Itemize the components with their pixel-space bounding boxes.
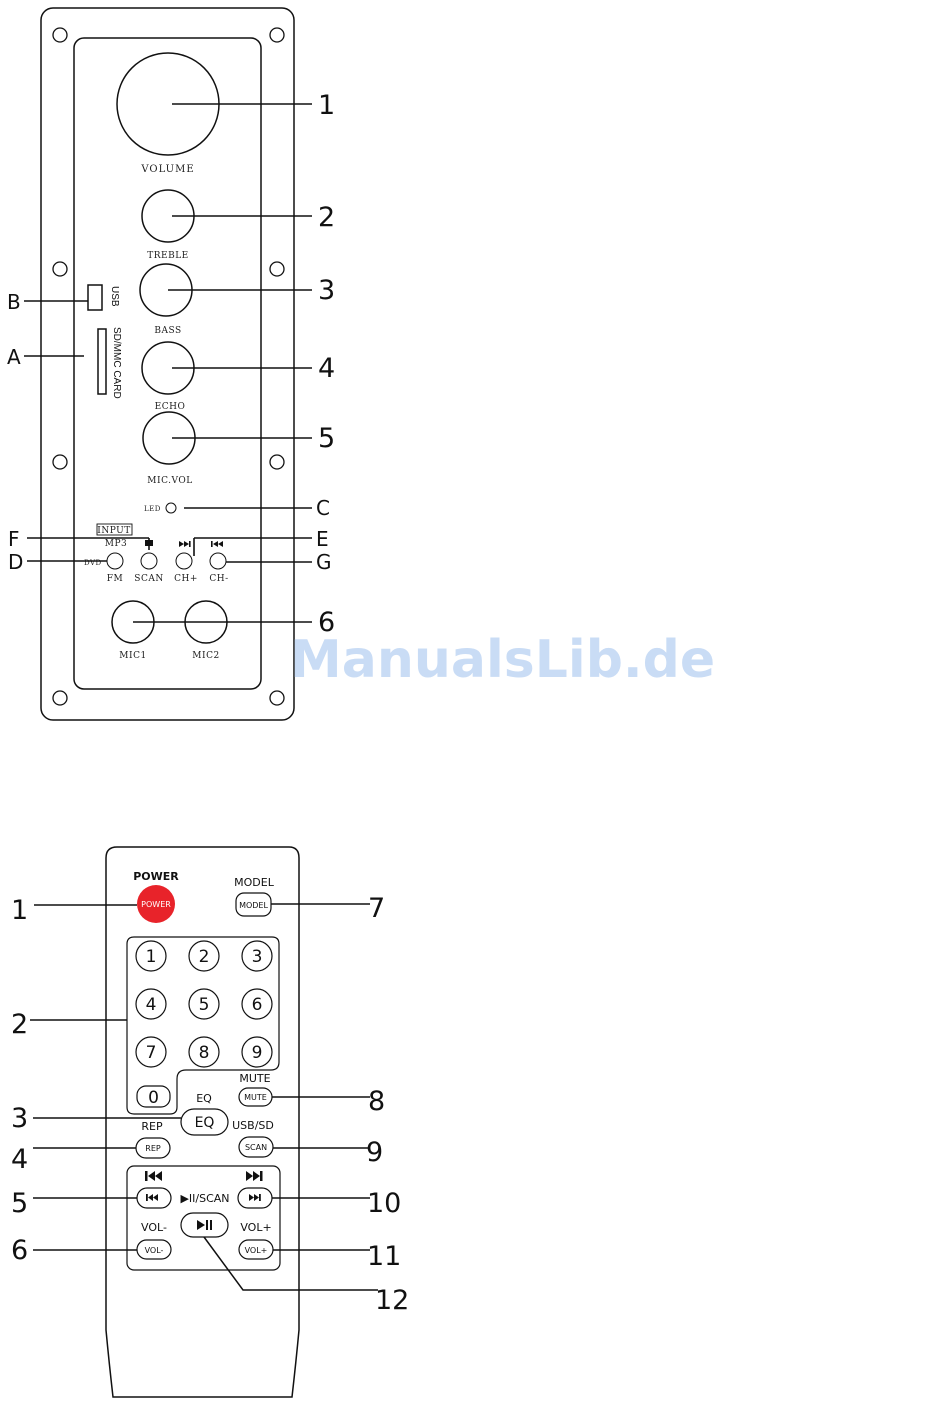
- led-indicator: [166, 503, 176, 513]
- treble-label: TREBLE: [147, 251, 189, 261]
- digit-7-text: 7: [146, 1043, 157, 1063]
- fm-label: FM: [107, 574, 123, 584]
- ch-minus-button[interactable]: [210, 553, 226, 569]
- prev-track-icon: [211, 541, 223, 547]
- digit-0-text: 0: [148, 1088, 159, 1108]
- callout-5: 5: [318, 423, 335, 454]
- digit-9-text: 9: [252, 1043, 263, 1063]
- next-track-icon: [179, 541, 191, 547]
- mute-button-text: MUTE: [244, 1093, 267, 1102]
- vol-minus-label: VOL-: [141, 1221, 167, 1234]
- ch-plus-label: CH+: [174, 574, 198, 584]
- power-label: POWER: [133, 870, 179, 883]
- callout-g: G: [316, 550, 332, 574]
- digit-1-text: 1: [146, 947, 157, 967]
- panel-outer-frame: [41, 8, 294, 720]
- prev-track-icon: [146, 1194, 158, 1201]
- ch-plus-button[interactable]: [176, 553, 192, 569]
- play-scan-label: ▶II/SCAN: [180, 1192, 229, 1205]
- vol-plus-label: VOL+: [240, 1221, 271, 1234]
- mic2-label: MIC2: [192, 651, 219, 661]
- sd-card-label: SD/MMC CARD: [111, 327, 122, 399]
- mp3-label: MP3: [105, 539, 128, 549]
- usb-sd-label: USB/SD: [232, 1119, 274, 1132]
- bass-label: BASS: [154, 326, 181, 336]
- callout-1: 1: [318, 90, 335, 121]
- rep-button-text: REP: [145, 1144, 161, 1153]
- callout-4: 4: [318, 353, 335, 384]
- screw-hole-icon: [53, 455, 67, 469]
- usb-label: USB: [109, 286, 120, 307]
- mic-vol-label: MIC.VOL: [147, 476, 192, 486]
- eq-label: EQ: [196, 1092, 212, 1105]
- digit-8-text: 8: [199, 1043, 210, 1063]
- remote-callout-10: 10: [367, 1188, 401, 1219]
- led-label: LED: [144, 505, 161, 513]
- remote-callout-5: 5: [11, 1188, 28, 1219]
- remote-callout-9: 9: [366, 1137, 383, 1168]
- screw-hole-icon: [53, 28, 67, 42]
- sd-card-slot[interactable]: [98, 329, 106, 394]
- eq-button-text: EQ: [195, 1115, 215, 1131]
- next-track-icon: [249, 1194, 261, 1201]
- input-label: INPUT: [97, 526, 130, 536]
- prev-track-icon: [145, 1171, 162, 1181]
- amplifier-panel: VOLUME TREBLE BASS ECHO MIC.VOL USB SD/M…: [7, 8, 335, 720]
- callout-e: E: [316, 527, 329, 551]
- remote-callout-3: 3: [11, 1103, 28, 1134]
- callout-f: F: [8, 527, 20, 551]
- mic1-label: MIC1: [119, 651, 146, 661]
- remote-control: POWER POWER MODEL MODEL 1 2 3 4 5 6 7 8: [11, 847, 409, 1397]
- digit-2-text: 2: [199, 947, 210, 967]
- rep-label: REP: [141, 1120, 163, 1133]
- play-pause-icon: [197, 1220, 212, 1230]
- callout-3: 3: [318, 275, 335, 306]
- screw-hole-icon: [270, 455, 284, 469]
- screw-hole-icon: [53, 262, 67, 276]
- digit-6-text: 6: [252, 995, 263, 1015]
- input-select-button[interactable]: [107, 553, 123, 569]
- scan-label: SCAN: [134, 574, 163, 584]
- digit-5-text: 5: [199, 995, 210, 1015]
- remote-callout-7: 7: [368, 893, 385, 924]
- model-button-text: MODEL: [239, 901, 268, 910]
- remote-callout-8: 8: [368, 1086, 385, 1117]
- scan-button[interactable]: [141, 553, 157, 569]
- next-track-icon: [246, 1171, 263, 1181]
- remote-callout-12: 12: [375, 1285, 409, 1316]
- echo-label: ECHO: [155, 402, 186, 412]
- callout-a: A: [7, 345, 21, 369]
- screw-hole-icon: [270, 262, 284, 276]
- callout-c: C: [316, 496, 330, 520]
- power-button-text: POWER: [141, 900, 171, 909]
- panel-leader-lines: [24, 104, 312, 622]
- model-label: MODEL: [234, 876, 275, 889]
- digit-4-text: 4: [146, 995, 157, 1015]
- panel-inner-frame: [74, 38, 261, 689]
- remote-callout-6: 6: [11, 1235, 28, 1266]
- usb-port[interactable]: [88, 285, 102, 310]
- watermark-text: ManualsLib.de: [290, 630, 715, 690]
- remote-callout-11: 11: [367, 1241, 401, 1272]
- volume-label: VOLUME: [140, 164, 194, 175]
- ch-minus-label: CH-: [209, 574, 228, 584]
- screw-hole-icon: [270, 28, 284, 42]
- vol-plus-button-text: VOL+: [245, 1246, 268, 1255]
- callout-2: 2: [318, 202, 335, 233]
- digit-3-text: 3: [252, 947, 263, 967]
- remote-callout-2: 2: [11, 1009, 28, 1040]
- remote-callout-4: 4: [11, 1144, 28, 1175]
- callout-b: B: [7, 290, 21, 314]
- remote-callout-1: 1: [11, 895, 28, 926]
- mute-label: MUTE: [239, 1072, 270, 1085]
- screw-hole-icon: [53, 691, 67, 705]
- vol-minus-button-text: VOL-: [145, 1246, 164, 1255]
- callout-d: D: [8, 550, 23, 574]
- usb-sd-scan-button-text: SCAN: [245, 1143, 267, 1152]
- screw-hole-icon: [270, 691, 284, 705]
